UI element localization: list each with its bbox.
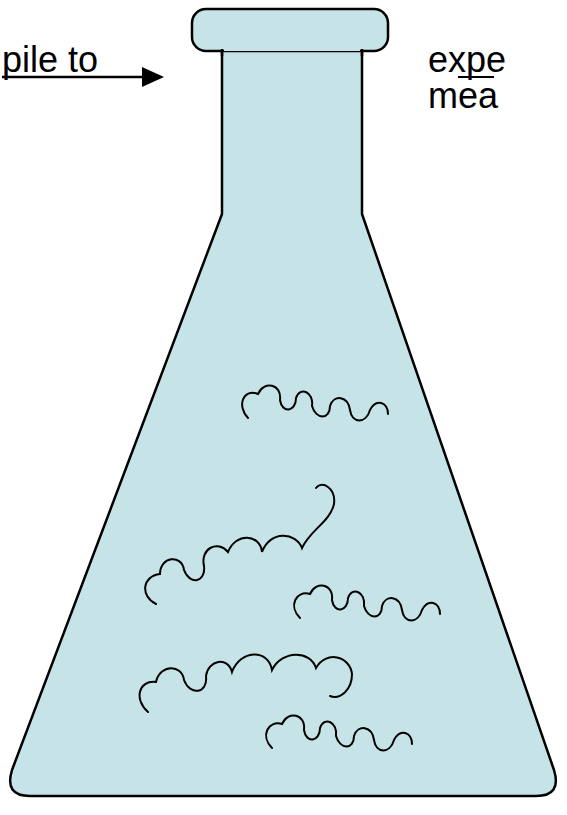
polymer-chain <box>242 385 388 420</box>
polymer-chain <box>294 585 440 620</box>
neck-cover <box>224 49 360 51</box>
side-label: mea <box>428 78 498 114</box>
arrow-head <box>142 67 164 87</box>
neck-edge-left <box>221 49 224 56</box>
side-label: pile to <box>2 42 98 78</box>
polymer-chain <box>266 715 412 750</box>
neck-edge-right <box>361 49 364 56</box>
flask-outline <box>10 50 556 796</box>
polymer-chain <box>140 654 352 712</box>
polymer-chain <box>145 485 334 604</box>
polymer-chains <box>140 385 440 750</box>
side-label: expe <box>428 42 506 78</box>
flask-rim <box>192 9 388 51</box>
